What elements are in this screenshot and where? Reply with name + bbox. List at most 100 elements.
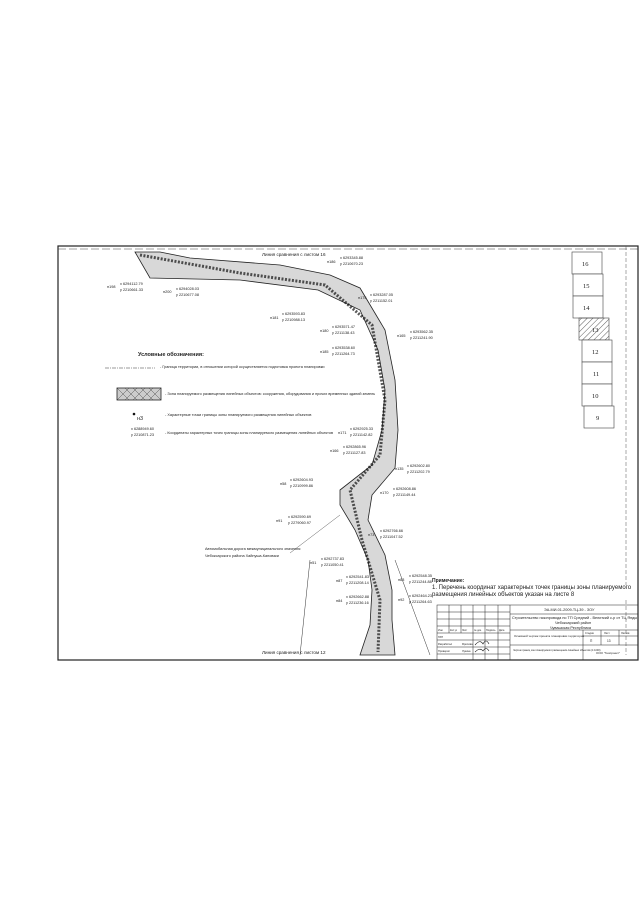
label: y 2211152.01 — [370, 299, 392, 303]
note-title: Примечание: — [432, 578, 465, 584]
label: н200 — [163, 290, 171, 294]
match-line-top: Линия сравнения с листом 16 — [262, 252, 326, 257]
label: y 2211047.52 — [380, 535, 403, 539]
label: x 6292602.80 — [407, 464, 430, 468]
label: y 2211236.16 — [346, 601, 369, 605]
road-label-line1: Автомобильная дорога межмуниципального з… — [205, 547, 300, 551]
label: x 6292464.23 — [409, 594, 432, 598]
label: x 6294028.03 — [176, 287, 199, 291]
route-corridor — [134, 251, 431, 656]
label: x 6288949.60 — [131, 427, 154, 431]
label: Разработал — [438, 642, 453, 646]
legend: Условные обозначения: - Граница территор… — [105, 351, 375, 437]
sheet-index: 16 15 14 13 12 11 10 9 — [571, 246, 627, 655]
label: н181 — [270, 316, 278, 320]
label: н84 — [336, 599, 342, 603]
label: y 2210999.86 — [290, 484, 313, 488]
label: y 2211208.14 — [346, 581, 369, 585]
label: - Граница территории, в отношении которо… — [160, 365, 324, 369]
label: x 6292548.35 — [409, 574, 432, 578]
label: н165 — [397, 334, 405, 338]
road-label-line2: Чебоксарского района Хайнуша-Кановзки — [205, 554, 279, 558]
label: 13 — [607, 639, 611, 643]
label: x 6292590.69 — [288, 515, 311, 519]
label: Стадия — [585, 631, 594, 635]
label: x 6294112.79 — [120, 282, 143, 286]
label: Фролова — [462, 642, 473, 646]
label: x 6293562.35 — [410, 330, 433, 334]
label: y 2211264.63 — [409, 600, 432, 604]
label: y 2211138.43 — [332, 331, 354, 335]
label: y 2211264.73 — [332, 352, 355, 356]
label: 14 — [583, 305, 590, 312]
label: н51 — [310, 561, 316, 565]
point-label: н73 x 6292766.66 y 2211047.52 — [368, 529, 403, 539]
label: - Характерные точки границы зоны планиру… — [165, 413, 311, 417]
label: 12 — [592, 349, 599, 356]
label: н166 — [330, 449, 338, 453]
label: y 2210871.23 — [131, 433, 154, 437]
label: н83 — [398, 578, 404, 582]
label: y 2211241.90 — [410, 336, 433, 340]
point-label: н175 x 6293287.05 y 2211152.01 — [358, 293, 393, 303]
label: Строительство газопровода по ТП Средний … — [512, 616, 637, 620]
label: н180 — [320, 329, 328, 333]
label: x 6293345.88 — [340, 256, 363, 260]
label: x 6292608.86 — [393, 487, 416, 491]
label: Листов — [621, 631, 630, 635]
label: x 6292662.88 — [346, 595, 369, 599]
label: н171 — [338, 431, 346, 435]
label: н91 — [276, 519, 282, 523]
label: 10 — [592, 393, 599, 400]
label: Чертеж границ зон планируемого размещени… — [513, 649, 601, 652]
label: 11 — [593, 371, 599, 378]
label: - Координаты характерных точек границы з… — [165, 431, 333, 435]
label: н185 — [320, 350, 328, 354]
label: x 6292766.66 — [380, 529, 403, 533]
label: x 6292737.83 — [321, 557, 344, 561]
label: ООО "Геопроект" — [596, 651, 620, 655]
label: Лукина — [462, 649, 471, 653]
label: № док. — [474, 629, 482, 632]
label: н73 — [368, 533, 374, 537]
label: - Зона планируемого размещения линейных … — [165, 392, 375, 396]
label: x 6292865.96 — [343, 445, 366, 449]
label: y 2211142.82 — [350, 433, 372, 437]
label: x 6293538.60 — [332, 346, 355, 350]
label: Условные обозначения: — [138, 351, 204, 358]
point-label: н165 x 6293562.35 y 2211241.90 — [397, 330, 433, 340]
label: y 2210661.33 — [120, 288, 143, 292]
label: x 6293571.47 — [332, 325, 355, 329]
label: x 6292604.93 — [290, 478, 313, 482]
label: x 6292541.83 — [346, 575, 369, 579]
label: 15 — [583, 283, 590, 290]
label: y 2210988.13 — [282, 318, 305, 322]
sheet-frame — [57, 245, 639, 661]
label: 16 — [582, 261, 589, 268]
title-block — [436, 604, 639, 661]
label: y 2211149.44 — [393, 493, 415, 497]
label: н58 — [280, 482, 286, 486]
label: Чебоксарский район — [555, 621, 591, 625]
label: x 6293287.05 — [370, 293, 393, 297]
label: н87 — [336, 579, 342, 583]
label: y 2210677.08 — [176, 293, 199, 297]
note-text: 1. Перечень координат характерных точек … — [432, 585, 636, 599]
sample-point-id: н3 — [137, 416, 143, 422]
label: Лист — [604, 631, 610, 635]
label: Изм. — [438, 629, 443, 632]
signature — [474, 648, 490, 653]
label: н175 — [358, 296, 366, 300]
label: Лист — [462, 629, 468, 632]
